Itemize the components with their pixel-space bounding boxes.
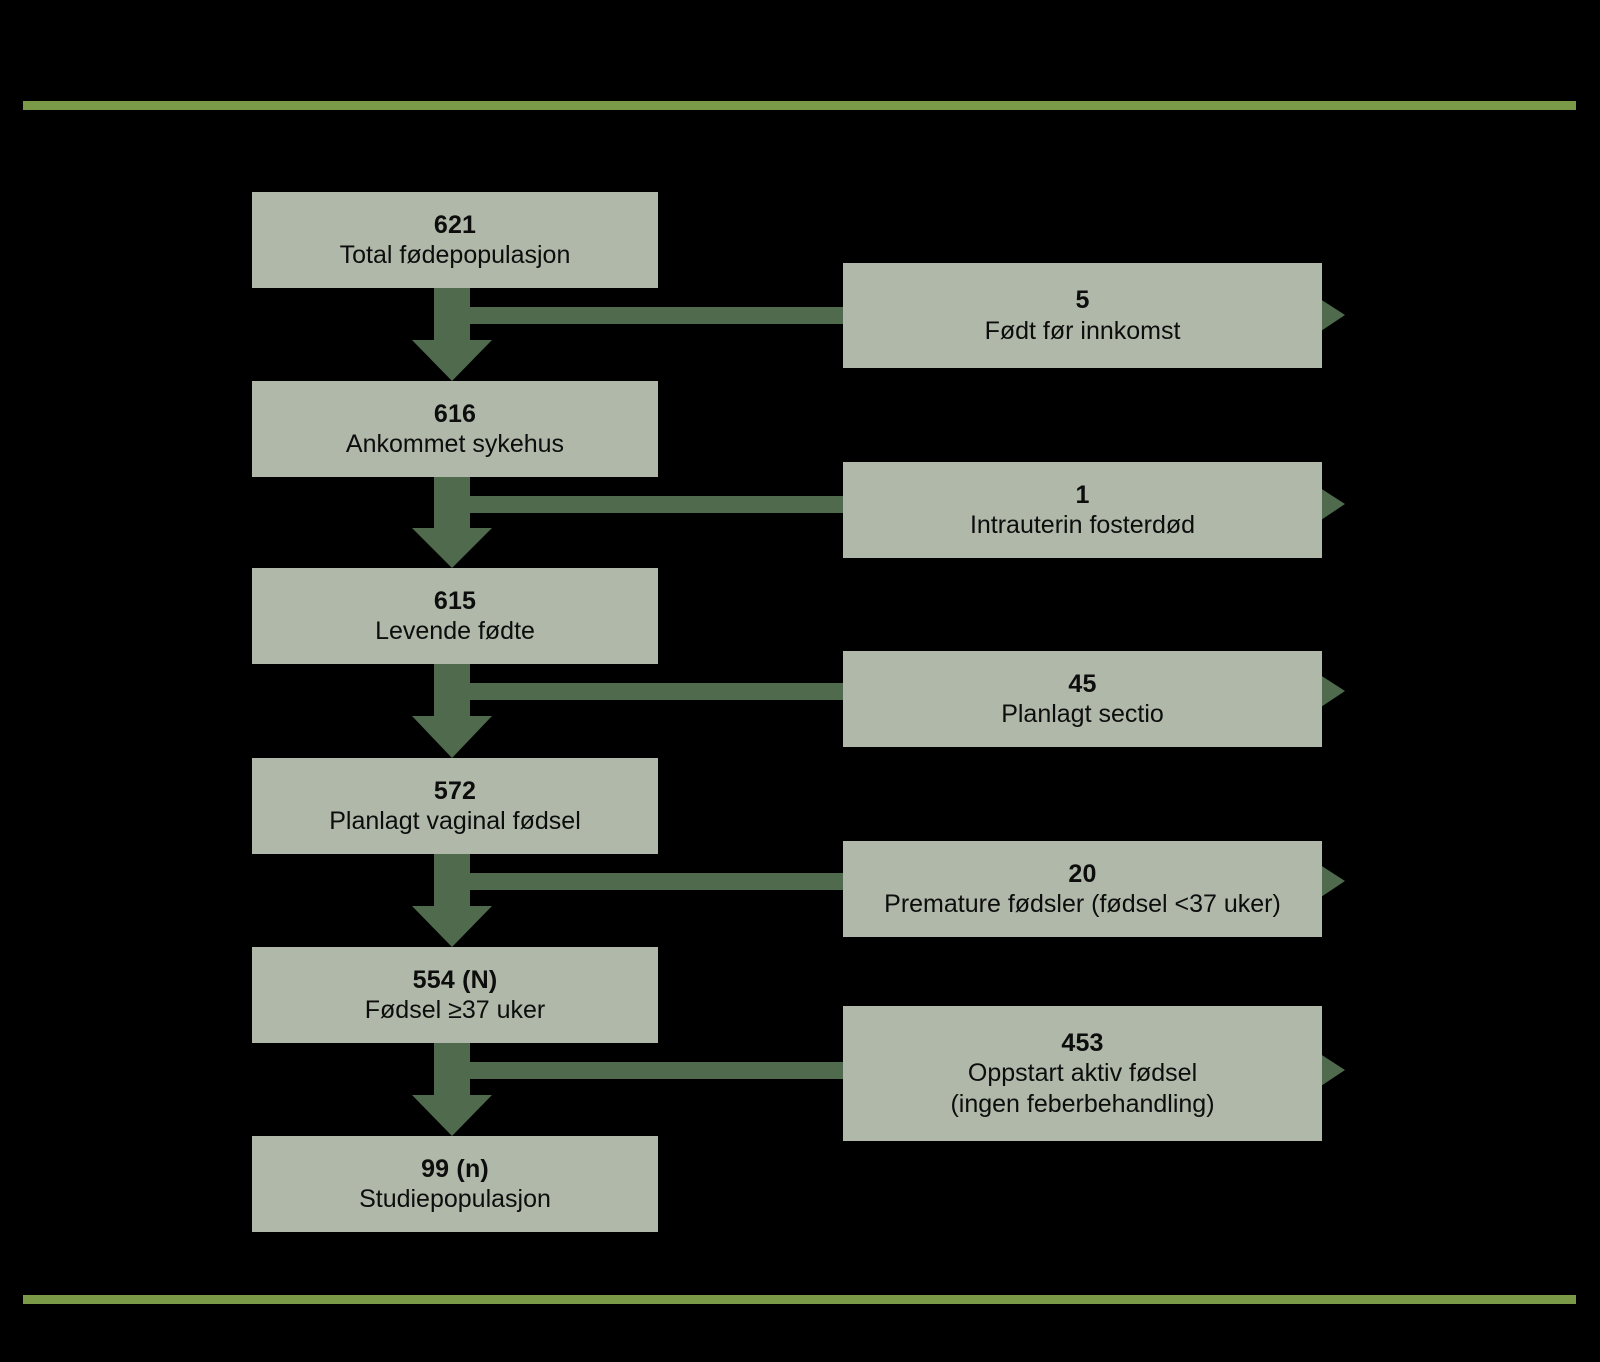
node-active-labour[interactable]: 453 Oppstart aktiv fødsel (ingen feberbe… [843, 1006, 1322, 1141]
node-arrived-number: 616 [433, 399, 477, 428]
node-study-population-caption: Studiepopulasjon [359, 1185, 551, 1213]
top-horizontal-rule [23, 101, 1576, 110]
node-term-birth[interactable]: 554 (N) Fødsel ≥37 uker [252, 947, 658, 1043]
node-active-labour-caption-line2: (ingen feberbehandling) [950, 1089, 1215, 1118]
node-total[interactable]: 621 Total fødepopulasjon [252, 192, 658, 288]
node-planned-vaginal[interactable]: 572 Planlagt vaginal fødsel [252, 758, 658, 854]
node-total-number: 621 [433, 210, 477, 239]
node-stillbirth[interactable]: 1 Intrauterin fosterdød [843, 462, 1322, 558]
arrow-vaginal-to-term [412, 851, 492, 947]
node-total-caption: Total fødepopulasjon [339, 241, 571, 269]
node-preterm-caption: Premature fødsler (fødsel <37 uker) [884, 890, 1281, 918]
node-stillbirth-number: 1 [1075, 480, 1090, 509]
node-arrived-caption: Ankommet sykehus [345, 430, 565, 458]
node-liveborn[interactable]: 615 Levende fødte [252, 568, 658, 664]
node-planned-sectio-number: 45 [1068, 669, 1097, 698]
arrow-total-to-arrived [412, 285, 492, 381]
node-stillbirth-caption: Intrauterin fosterdød [969, 511, 1196, 539]
node-planned-vaginal-caption: Planlagt vaginal fødsel [329, 807, 581, 835]
node-liveborn-caption: Levende fødte [375, 617, 535, 645]
node-before-admission[interactable]: 5 Født før innkomst [843, 263, 1322, 368]
node-before-admission-caption: Født før innkomst [984, 316, 1181, 345]
node-planned-sectio-caption: Planlagt sectio [1001, 700, 1164, 728]
arrow-arrived-to-liveborn [412, 474, 492, 568]
node-term-birth-number: 554 (N) [412, 965, 498, 994]
arrow-term-to-study [412, 1040, 492, 1136]
node-study-population-number: 99 (n) [421, 1154, 489, 1183]
node-term-birth-caption: Fødsel ≥37 uker [364, 996, 546, 1024]
node-preterm[interactable]: 20 Premature fødsler (fødsel <37 uker) [843, 841, 1322, 937]
node-arrived[interactable]: 616 Ankommet sykehus [252, 381, 658, 477]
node-study-population[interactable]: 99 (n) Studiepopulasjon [252, 1136, 658, 1232]
node-liveborn-number: 615 [433, 586, 477, 615]
arrow-liveborn-to-vaginal [412, 661, 492, 758]
node-active-labour-number: 453 [1061, 1028, 1104, 1057]
node-planned-vaginal-number: 572 [433, 776, 477, 805]
node-planned-sectio[interactable]: 45 Planlagt sectio [843, 651, 1322, 747]
node-before-admission-number: 5 [1075, 286, 1090, 314]
node-preterm-number: 20 [1068, 859, 1097, 888]
bottom-horizontal-rule [23, 1295, 1576, 1304]
node-active-labour-caption: Oppstart aktiv fødsel [967, 1059, 1198, 1088]
